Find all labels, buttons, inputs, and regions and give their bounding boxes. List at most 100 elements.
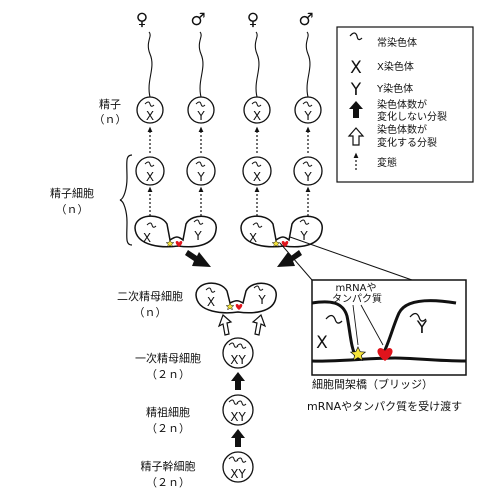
caption-bridge: 細胞間架橋（ブリッジ）	[312, 377, 433, 391]
caption-transfer: mRNAやタンパク質を受け渡す	[307, 399, 462, 413]
legend-dotted-arrow-label: 変態	[377, 156, 397, 169]
autosome-mark	[409, 312, 427, 322]
sperm-head	[294, 96, 322, 124]
chromosome-y: Y	[196, 170, 205, 184]
legend-white-arrow-icon	[347, 127, 365, 146]
autosome-mark	[251, 161, 262, 167]
legend-x-label: X染色体	[377, 60, 414, 73]
legend-black-arrow-label: 変化しない分裂	[377, 110, 447, 123]
label-spermatid-n: （ｎ）	[56, 203, 89, 216]
chromosome-x: X	[146, 170, 154, 184]
white-arrow	[217, 313, 233, 336]
male-symbol: ♂	[190, 10, 205, 30]
zoom-chromosome-y: Y	[416, 318, 428, 338]
chromosome-y: Y	[303, 109, 312, 123]
chromosome-y: Y	[303, 170, 312, 184]
heart-marker	[175, 241, 183, 247]
legend-black-arrow-icon	[349, 101, 363, 118]
sperm-head	[187, 96, 215, 124]
sperm-tail	[305, 31, 311, 98]
star-marker	[349, 346, 367, 362]
sperm-head	[136, 96, 164, 124]
connected-cell-pair	[134, 215, 217, 248]
brace	[119, 154, 133, 246]
chromosome-x: X	[146, 109, 154, 123]
autosome-mark	[302, 161, 313, 167]
autosome-mark	[236, 457, 247, 463]
zoom-cell-membrane	[311, 356, 467, 363]
label-primary-spermatocyte-n: （２ｎ）	[146, 368, 190, 381]
chromosome-y: Y	[299, 229, 308, 243]
autosome-mark	[252, 222, 263, 228]
legend-y-icon: Y	[350, 80, 362, 100]
chromosome-x: X	[143, 231, 151, 245]
black-arrow	[231, 429, 245, 447]
label-spermatid: 精子細胞	[50, 187, 94, 200]
legend-white-arrow-label: 染色体数が	[377, 123, 427, 136]
stem-cell	[222, 451, 254, 483]
autosome-mark	[195, 161, 206, 167]
spermatogonia-cell	[222, 394, 254, 426]
pointer-line	[360, 304, 384, 346]
legend-autosome-icon	[349, 32, 363, 41]
autosome-mark	[251, 101, 262, 107]
white-arrow	[251, 313, 267, 336]
zoom-line	[279, 242, 313, 281]
primary-spermatocyte-cell	[222, 337, 254, 369]
legend-black-arrow-label: 染色体数が	[377, 98, 427, 111]
heart-marker	[377, 348, 393, 361]
label-spermatogonia: 精祖細胞	[146, 405, 190, 419]
sperm-tail	[147, 31, 153, 98]
star-marker	[165, 239, 175, 248]
legend-x-icon: X	[350, 58, 362, 78]
heart-marker	[235, 304, 243, 310]
legend-y-label: Y染色体	[376, 82, 413, 95]
autosome-mark	[228, 399, 239, 405]
chromosome-y: Y	[193, 229, 202, 243]
label-secondary-spermatocyte: 二次精母細胞	[117, 289, 183, 303]
autosome-mark	[253, 285, 264, 291]
autosome-mark	[228, 456, 239, 462]
label-sperm-n: （ｎ）	[94, 113, 127, 126]
pointer-line	[352, 304, 359, 346]
spermatid-cell	[135, 156, 165, 186]
legend-box	[336, 26, 474, 183]
zoom-line	[289, 236, 413, 281]
chromosome-xy: XY	[230, 353, 246, 367]
autosome-mark	[236, 343, 247, 349]
star-marker	[271, 239, 281, 248]
zoom-label-mrna: mRNAや	[335, 282, 376, 294]
label-primary-spermatocyte: 一次精母細胞	[135, 351, 201, 365]
zoom-cell-membrane	[381, 299, 457, 355]
sperm-tail	[254, 31, 260, 98]
black-arrow	[277, 250, 302, 267]
chromosome-y: Y	[257, 293, 266, 307]
female-symbol: ♀	[136, 10, 148, 30]
autosome-mark	[205, 287, 216, 293]
chromosome-x: X	[249, 231, 257, 245]
chromosome-xy: XY	[230, 467, 246, 481]
autosome-mark	[302, 101, 313, 107]
autosome-mark	[144, 101, 155, 107]
autosome-mark	[144, 161, 155, 167]
spermatid-cell	[293, 156, 323, 186]
label-secondary-spermatocyte-n: （ｎ）	[134, 306, 167, 319]
secondary-spermatocyte-cell	[195, 282, 277, 314]
zoom-cell-membrane	[311, 300, 358, 357]
heart-marker	[281, 241, 289, 247]
chromosome-x: X	[253, 170, 261, 184]
autosome-mark	[236, 400, 247, 406]
label-spermatogonia-n: （２ｎ）	[146, 422, 190, 435]
star-marker	[225, 302, 235, 311]
zoom-label-protein: タンパク質	[332, 292, 382, 305]
male-symbol: ♂	[298, 10, 313, 30]
label-stem-cell-n: （２ｎ）	[146, 476, 190, 489]
autosome-mark	[228, 342, 239, 348]
spermatid-cell	[186, 156, 216, 186]
label-stem-cell: 精子幹細胞	[141, 459, 196, 473]
chromosome-xy: XY	[230, 410, 246, 424]
connected-cell-pair	[240, 215, 323, 248]
autosome-mark	[299, 219, 310, 225]
autosome-mark	[325, 314, 343, 324]
